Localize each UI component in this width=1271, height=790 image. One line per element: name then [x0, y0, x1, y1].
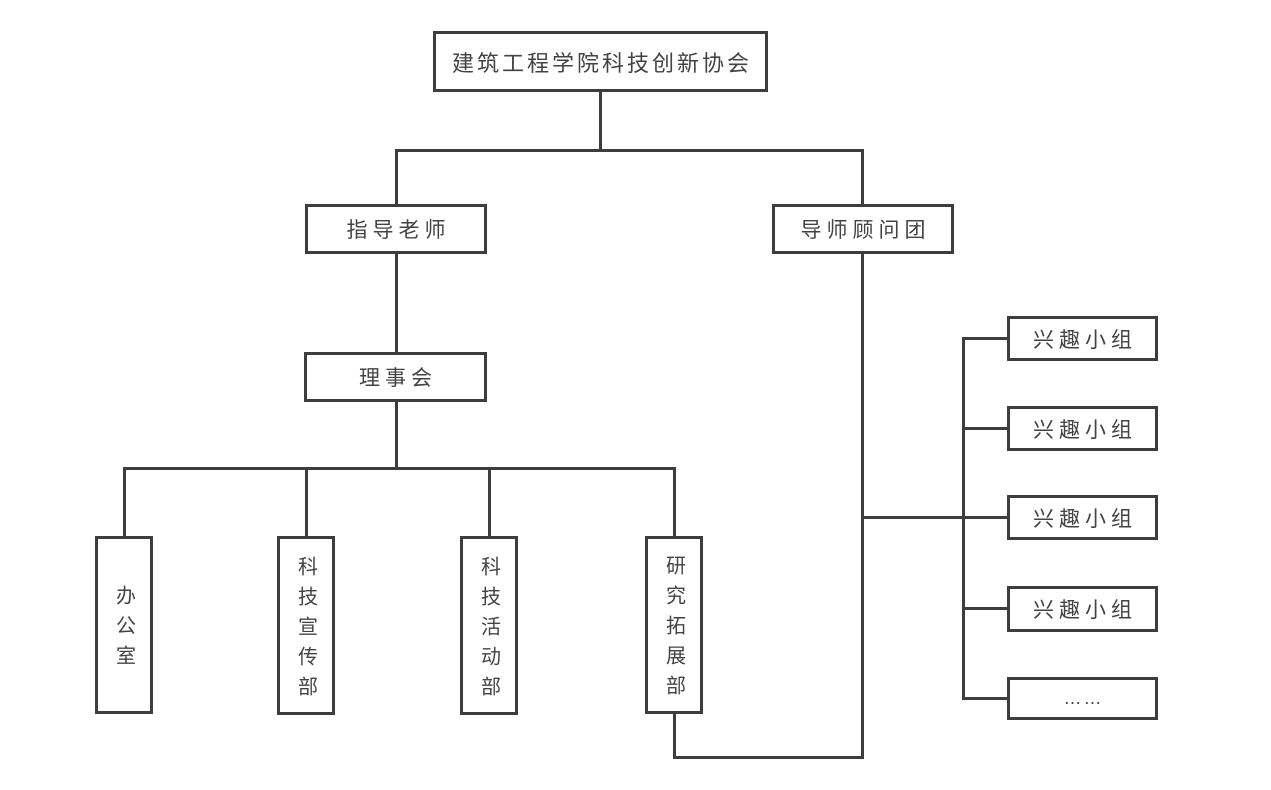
node-interest-group-2-label: 兴趣小组 — [1033, 418, 1137, 442]
node-tech-publicity-dept: 科技宣传部 — [277, 536, 335, 715]
node-interest-group-4-label: 兴趣小组 — [1033, 599, 1137, 622]
node-mentor-advisory-label: 导师顾问团 — [800, 219, 931, 242]
connector-group-stub-5 — [961, 696, 1008, 700]
node-interest-group-3: 兴趣小组 — [1007, 495, 1158, 540]
connector-group-stub-2 — [961, 427, 1008, 430]
node-tech-publicity-dept-label: 科技宣传部 — [294, 555, 317, 706]
connector-council-stem — [394, 401, 398, 468]
node-mentor-advisory: 导师顾问团 — [772, 204, 954, 254]
connector-dept-drop-1 — [122, 466, 126, 538]
node-research-expansion-dept-label: 研究拓展部 — [662, 555, 685, 705]
connector-group-stub-4 — [961, 607, 1008, 610]
connector-group-spine — [961, 337, 965, 699]
connector-trunk-to-spine — [860, 516, 1008, 519]
connector-dept-drop-2 — [304, 466, 308, 538]
node-guide-teacher: 指导老师 — [305, 204, 487, 254]
node-root: 建筑工程学院科技创新协会 — [433, 31, 768, 92]
connector-guide-to-council — [394, 253, 398, 352]
connector-mentor-trunk — [860, 253, 864, 757]
node-interest-group-2: 兴趣小组 — [1007, 406, 1158, 451]
connector-dept-drop-4 — [672, 466, 676, 538]
node-interest-group-more-label: …… — [1063, 688, 1104, 708]
node-tech-activity-dept: 科技活动部 — [460, 536, 518, 715]
connector-research-drop — [672, 713, 676, 759]
connector-top-split-rail — [394, 148, 864, 152]
connector-dept-rail — [122, 466, 676, 470]
connector-split-right-drop — [860, 148, 864, 205]
node-research-expansion-dept: 研究拓展部 — [645, 536, 703, 714]
connector-bottom-rail — [672, 755, 864, 759]
node-tech-activity-dept-label: 科技活动部 — [477, 555, 500, 706]
node-office-dept-label: 办公室 — [112, 585, 135, 675]
node-root-label: 建筑工程学院科技创新协会 — [451, 50, 752, 76]
node-council: 理事会 — [304, 352, 487, 402]
node-interest-group-1: 兴趣小组 — [1007, 316, 1158, 361]
node-interest-group-3-label: 兴趣小组 — [1033, 507, 1137, 531]
connector-split-left-drop — [394, 148, 398, 205]
node-interest-group-more: …… — [1007, 677, 1158, 720]
node-council-label: 理事会 — [359, 367, 437, 390]
connector-group-stub-1 — [961, 337, 1008, 340]
node-office-dept: 办公室 — [95, 536, 153, 714]
connector-dept-drop-3 — [487, 466, 491, 538]
node-interest-group-4: 兴趣小组 — [1007, 586, 1158, 632]
node-guide-teacher-label: 指导老师 — [346, 219, 451, 242]
node-interest-group-1-label: 兴趣小组 — [1033, 328, 1137, 352]
connector-root-stem — [598, 91, 602, 150]
